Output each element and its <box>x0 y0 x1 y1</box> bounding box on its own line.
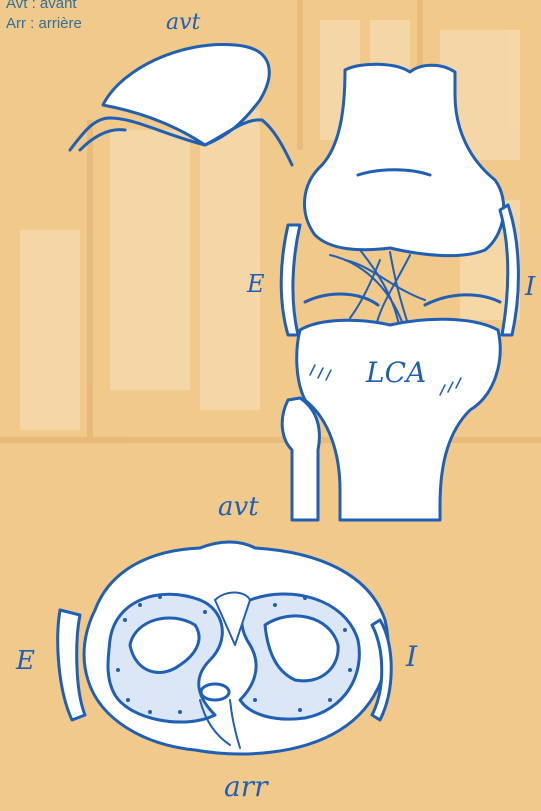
label-external-plateau: E <box>16 646 35 676</box>
legend: Avt : avant Arr : arrière <box>6 0 82 34</box>
label-lca: LCA <box>366 356 426 389</box>
label-external-front: E <box>247 270 265 298</box>
legend-line-avant: Avt : avant <box>6 0 82 14</box>
label-avt-top: avt <box>166 10 200 35</box>
pcl-insertion <box>201 684 229 700</box>
label-avt-plateau: avt <box>218 492 259 522</box>
label-internal-front: I <box>525 272 535 302</box>
legend-line-arriere: Arr : arrière <box>6 14 82 34</box>
label-arr: arr <box>224 770 267 803</box>
label-internal-plateau: I <box>406 640 417 673</box>
